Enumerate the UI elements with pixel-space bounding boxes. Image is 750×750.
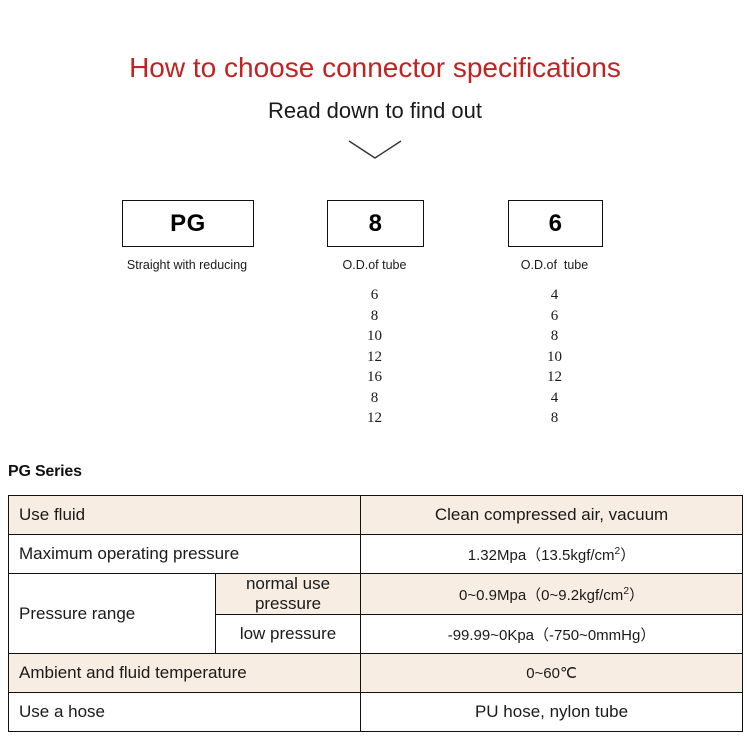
value-superscript: 2 bbox=[623, 585, 629, 597]
row-value-low-pressure: -99.99~0Kpa（-750~0mmHg） bbox=[360, 614, 744, 654]
row-value-use-a-hose: PU hose, nylon tube bbox=[360, 692, 744, 732]
row-label-use-fluid: Use fluid bbox=[7, 495, 362, 535]
table-row: Maximum operating pressure 1.32Mpa（13.5k… bbox=[7, 534, 744, 574]
row-value-normal-use-pressure: 0~0.9Mpa（0~9.2kgf/cm2） bbox=[360, 573, 744, 615]
option-value[interactable]: 12 bbox=[547, 369, 562, 385]
option-value[interactable]: 12 bbox=[367, 348, 382, 365]
option-value[interactable]: 10 bbox=[547, 348, 562, 365]
option-value[interactable]: 8 bbox=[550, 328, 559, 344]
option-column-size-2: 4 6 8 10 12 4 8 bbox=[508, 285, 601, 429]
table-row: Use a hose PU hose, nylon tube bbox=[7, 692, 744, 732]
code-box-caption-size-1: O.D.of tube bbox=[342, 258, 407, 272]
option-value[interactable]: 4 bbox=[550, 287, 559, 303]
sub-label-normal-use-pressure: normal use pressure bbox=[214, 573, 362, 615]
option-column-size-1: 6 8 10 12 16 8 12 bbox=[327, 285, 422, 429]
series-heading: PG Series bbox=[8, 463, 82, 480]
table-row: Ambient and fluid temperature 0~60℃ bbox=[7, 653, 744, 693]
option-value[interactable]: 4 bbox=[550, 389, 559, 406]
code-box-caption-size-2: O.D.of tube bbox=[520, 258, 589, 272]
value-paren: （0~9.2kgf/cm bbox=[526, 586, 624, 604]
code-box-series[interactable]: PG bbox=[122, 200, 254, 247]
value-main: 0~0.9Mpa bbox=[459, 586, 527, 604]
row-value-max-pressure: 1.32Mpa（13.5kgf/cm2） bbox=[360, 534, 744, 574]
value-paren: （-750~0mmHg） bbox=[534, 626, 656, 644]
value-superscript: 2 bbox=[614, 545, 621, 557]
code-box-caption-series: Straight with reducing bbox=[126, 258, 248, 272]
value-paren: （13.5kgf/cm bbox=[526, 546, 615, 564]
option-value[interactable]: 8 bbox=[370, 389, 379, 406]
option-value[interactable]: 16 bbox=[367, 369, 382, 385]
row-label-pressure-range: Pressure range bbox=[8, 573, 216, 654]
value-tail: ） bbox=[628, 586, 644, 604]
table-row: Use fluid Clean compressed air, vacuum bbox=[7, 495, 744, 535]
option-value[interactable]: 12 bbox=[367, 410, 382, 426]
option-value[interactable]: 10 bbox=[367, 328, 382, 344]
option-value[interactable]: 8 bbox=[550, 410, 559, 426]
row-value-use-fluid: Clean compressed air, vacuum bbox=[360, 495, 744, 535]
table-row: Pressure range normal use pressure 0~0.9… bbox=[8, 573, 744, 654]
page-subtitle: Read down to find out bbox=[267, 98, 483, 123]
value-main: -99.99~0Kpa bbox=[447, 626, 535, 644]
code-box-size-2[interactable]: 6 bbox=[508, 200, 603, 247]
sub-label-low-pressure: low pressure bbox=[214, 614, 362, 654]
option-value[interactable]: 6 bbox=[370, 287, 379, 303]
option-value[interactable]: 8 bbox=[370, 307, 379, 324]
value-tail: ） bbox=[620, 546, 636, 564]
row-label-max-pressure: Maximum operating pressure bbox=[7, 534, 362, 574]
row-label-use-a-hose: Use a hose bbox=[7, 692, 362, 732]
value-main: 1.32Mpa bbox=[467, 546, 527, 564]
specification-table: Use fluid Clean compressed air, vacuum M… bbox=[7, 495, 744, 732]
code-box-size-1[interactable]: 8 bbox=[327, 200, 424, 247]
row-label-temperature: Ambient and fluid temperature bbox=[7, 653, 362, 693]
chevron-down-icon bbox=[347, 138, 403, 162]
row-value-temperature: 0~60℃ bbox=[360, 653, 744, 693]
option-value[interactable]: 6 bbox=[550, 307, 559, 324]
page-title: How to choose connector specifications bbox=[129, 52, 621, 83]
